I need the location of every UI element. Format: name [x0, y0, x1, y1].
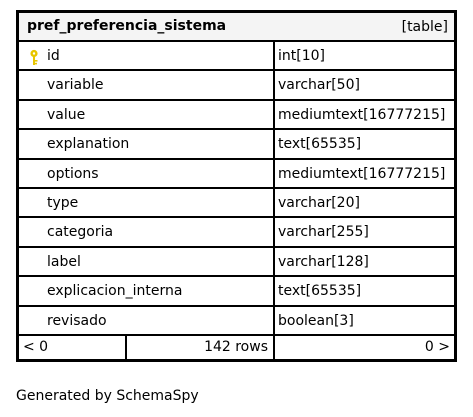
- column-divider: [273, 218, 275, 246]
- column-name: explanation: [47, 136, 130, 153]
- column-name: variable: [47, 77, 104, 94]
- column-divider: [273, 277, 275, 305]
- column-type: boolean[3]: [278, 312, 354, 329]
- column-name: options: [47, 165, 99, 182]
- column-type: mediumtext[16777215]: [278, 165, 446, 182]
- table-header: pref_preferencia_sistema [table]: [19, 13, 454, 42]
- column-divider: [273, 100, 275, 129]
- column-divider: [273, 42, 275, 70]
- parent-count: < 0: [23, 339, 49, 355]
- key-icon: [30, 49, 38, 65]
- column-name: explicacion_interna: [47, 283, 183, 300]
- column-list: id int[10] variable varchar[50] value me…: [19, 42, 454, 336]
- column-divider: [273, 71, 275, 99]
- column-type: text[65535]: [278, 136, 362, 153]
- child-count: 0 >: [424, 339, 450, 355]
- column-name: revisado: [47, 312, 107, 329]
- column-divider: [273, 306, 275, 334]
- column-row-id: id int[10]: [19, 42, 454, 72]
- column-row-value: value mediumtext[16777215]: [19, 100, 454, 131]
- table-kind-label: [table]: [401, 19, 448, 35]
- table-footer: < 0 142 rows 0 >: [19, 336, 454, 359]
- column-divider: [273, 159, 275, 187]
- column-type: mediumtext[16777215]: [278, 106, 446, 123]
- column-name: id: [47, 48, 60, 64]
- column-row-revisado: revisado boolean[3]: [19, 306, 454, 336]
- parent-count-cell: < 0: [19, 336, 127, 359]
- column-type: varchar[128]: [278, 253, 369, 270]
- table-name: pref_preferencia_sistema: [27, 18, 227, 34]
- column-type: varchar[255]: [278, 224, 369, 241]
- row-count: 142 rows: [204, 339, 268, 355]
- column-name: label: [47, 253, 81, 270]
- column-name: type: [47, 194, 79, 211]
- entity-table: pref_preferencia_sistema [table] id int[…: [16, 10, 457, 362]
- column-type: int[10]: [278, 48, 325, 64]
- column-row-explanation: explanation text[65535]: [19, 130, 454, 160]
- generated-by-caption: Generated by SchemaSpy: [16, 388, 199, 404]
- column-row-categoria: categoria varchar[255]: [19, 218, 454, 248]
- column-divider: [273, 130, 275, 158]
- column-row-variable: variable varchar[50]: [19, 71, 454, 101]
- child-count-cell: 0 >: [275, 336, 454, 359]
- column-row-label: label varchar[128]: [19, 247, 454, 278]
- column-type: text[65535]: [278, 283, 362, 300]
- column-name: value: [47, 106, 86, 123]
- column-name: categoria: [47, 224, 114, 241]
- row-count-cell: 142 rows: [127, 336, 275, 359]
- column-type: varchar[20]: [278, 194, 360, 211]
- column-row-type: type varchar[20]: [19, 188, 454, 219]
- column-divider: [273, 188, 275, 217]
- column-row-explicacion-interna: explicacion_interna text[65535]: [19, 277, 454, 307]
- column-row-options: options mediumtext[16777215]: [19, 159, 454, 189]
- column-type: varchar[50]: [278, 77, 360, 94]
- column-divider: [273, 247, 275, 276]
